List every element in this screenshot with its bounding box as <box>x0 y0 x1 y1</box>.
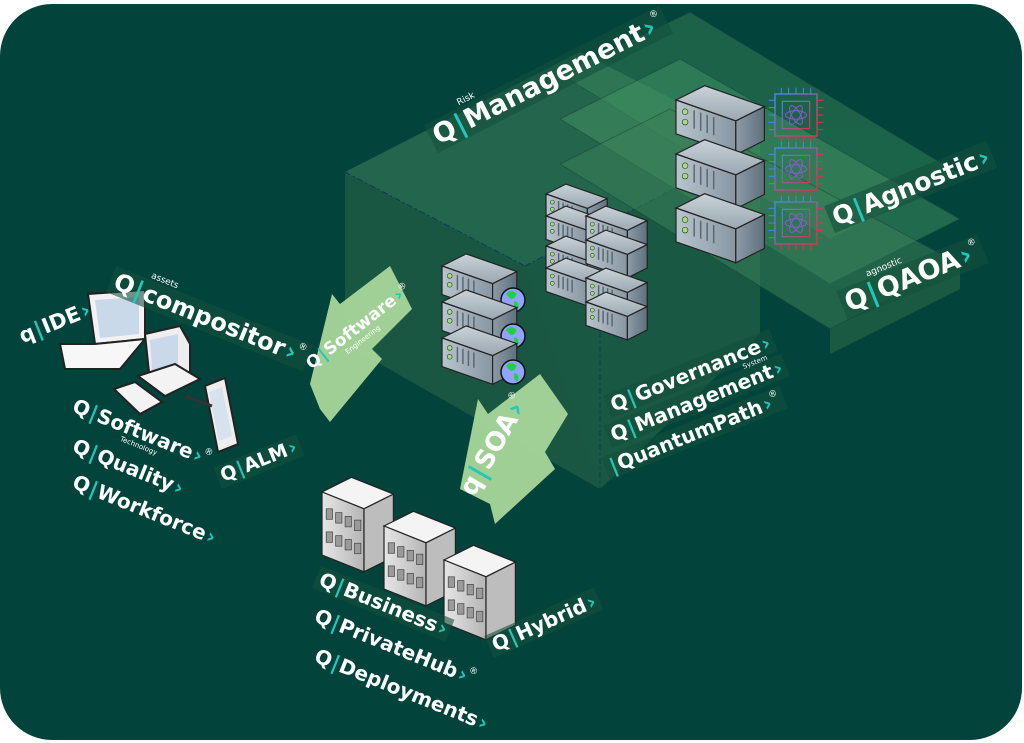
keyboard-icon <box>112 380 164 416</box>
quantum-chip-icon <box>768 195 824 251</box>
quantum-server-icon <box>674 193 766 264</box>
quantum-server-icon <box>674 139 766 210</box>
building-icon <box>320 476 395 573</box>
building-group <box>320 476 517 641</box>
cluster-server-icon <box>584 291 649 341</box>
web-server-icon <box>440 325 519 386</box>
quantum-chip-stack <box>768 87 824 251</box>
server-cluster <box>544 183 649 341</box>
cluster-server-icon <box>584 229 649 279</box>
desktop-computer-icon <box>135 324 203 398</box>
tablet-icon <box>184 376 240 454</box>
quantum-chip-icon <box>768 87 824 143</box>
quantum-chip-icon <box>768 141 824 197</box>
quantum-server-icon <box>674 85 766 156</box>
web-server-stack <box>440 253 526 386</box>
soa-arrow <box>460 374 568 524</box>
software-engineering-arrow <box>310 266 412 422</box>
quantum-server-stack <box>674 85 766 264</box>
globe-icon <box>500 359 526 385</box>
